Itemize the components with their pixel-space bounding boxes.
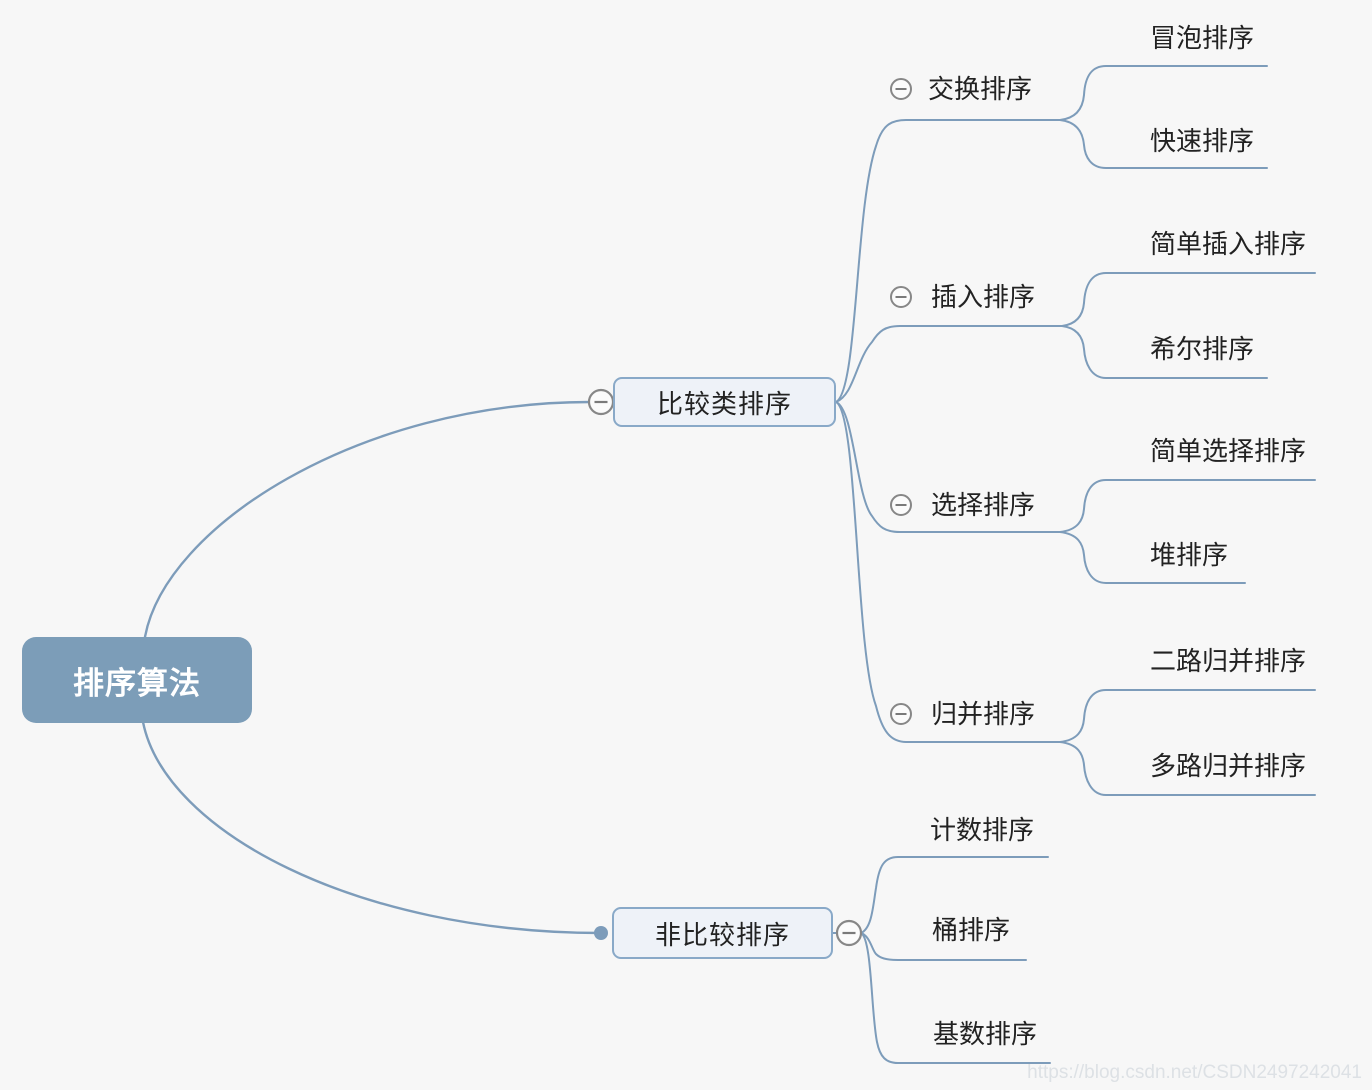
- connector-to-two-way-merge-sort: [1059, 689, 1316, 743]
- topic-comparison-sort[interactable]: 比较类排序: [613, 377, 836, 427]
- topic-heap-sort[interactable]: 堆排序: [1150, 540, 1229, 570]
- collapse-button-exchange-sort[interactable]: [890, 78, 912, 100]
- connector-root-to-comparison-sort: [143, 400, 592, 639]
- topic-multi-way-merge-sort[interactable]: 多路归并排序: [1150, 751, 1307, 781]
- collapse-button-merge-sort[interactable]: [890, 703, 912, 725]
- connector-to-counting-sort: [860, 856, 1049, 934]
- topic-insertion-sort[interactable]: 插入排序: [931, 282, 1036, 312]
- connector-to-simple-insertion-sort: [1061, 272, 1316, 327]
- topic-non-comparison-sort[interactable]: 非比较排序: [612, 907, 833, 959]
- connector-to-merge-sort: [835, 401, 1061, 743]
- connector-to-radix-sort: [860, 932, 1051, 1064]
- connector-to-selection-sort: [835, 401, 1061, 533]
- connector-to-bubble-sort: [1059, 65, 1268, 121]
- collapse-button-selection-sort[interactable]: [890, 494, 912, 516]
- connector-to-simple-selection-sort: [1059, 479, 1316, 533]
- root-topic[interactable]: 排序算法: [22, 637, 252, 723]
- topic-counting-sort[interactable]: 计数排序: [930, 815, 1035, 845]
- connector-to-exchange-sort: [835, 119, 1061, 403]
- topic-two-way-merge-sort[interactable]: 二路归并排序: [1150, 646, 1307, 676]
- topic-simple-insertion-sort[interactable]: 简单插入排序: [1150, 229, 1307, 259]
- connector-to-bucket-sort: [860, 932, 1027, 961]
- topic-bucket-sort[interactable]: 桶排序: [932, 915, 1011, 945]
- connector-root-to-non-comparison-sort: [141, 720, 603, 935]
- watermark-url: https://blog.csdn.net/CSDN2497242041: [1027, 1062, 1362, 1083]
- collapse-button-non-comparison-sort[interactable]: [835, 919, 863, 947]
- topic-selection-sort[interactable]: 选择排序: [931, 490, 1036, 520]
- topic-quick-sort[interactable]: 快速排序: [1150, 126, 1255, 156]
- topic-bubble-sort[interactable]: 冒泡排序: [1150, 23, 1255, 53]
- topic-shell-sort[interactable]: 希尔排序: [1150, 334, 1255, 364]
- connector-to-quick-sort: [1059, 119, 1268, 169]
- connector-to-insertion-sort: [835, 325, 1063, 403]
- connector-to-heap-sort: [1059, 531, 1246, 584]
- topic-exchange-sort[interactable]: 交换排序: [928, 74, 1033, 104]
- topic-merge-sort[interactable]: 归并排序: [931, 699, 1036, 729]
- connector-to-shell-sort: [1061, 325, 1268, 379]
- topic-radix-sort[interactable]: 基数排序: [933, 1019, 1038, 1049]
- collapse-button-insertion-sort[interactable]: [890, 286, 912, 308]
- collapse-button-comparison-sort[interactable]: [587, 388, 615, 416]
- connector-to-multi-way-merge-sort: [1059, 741, 1316, 796]
- connection-dot: [594, 926, 608, 940]
- topic-simple-selection-sort[interactable]: 简单选择排序: [1150, 436, 1307, 466]
